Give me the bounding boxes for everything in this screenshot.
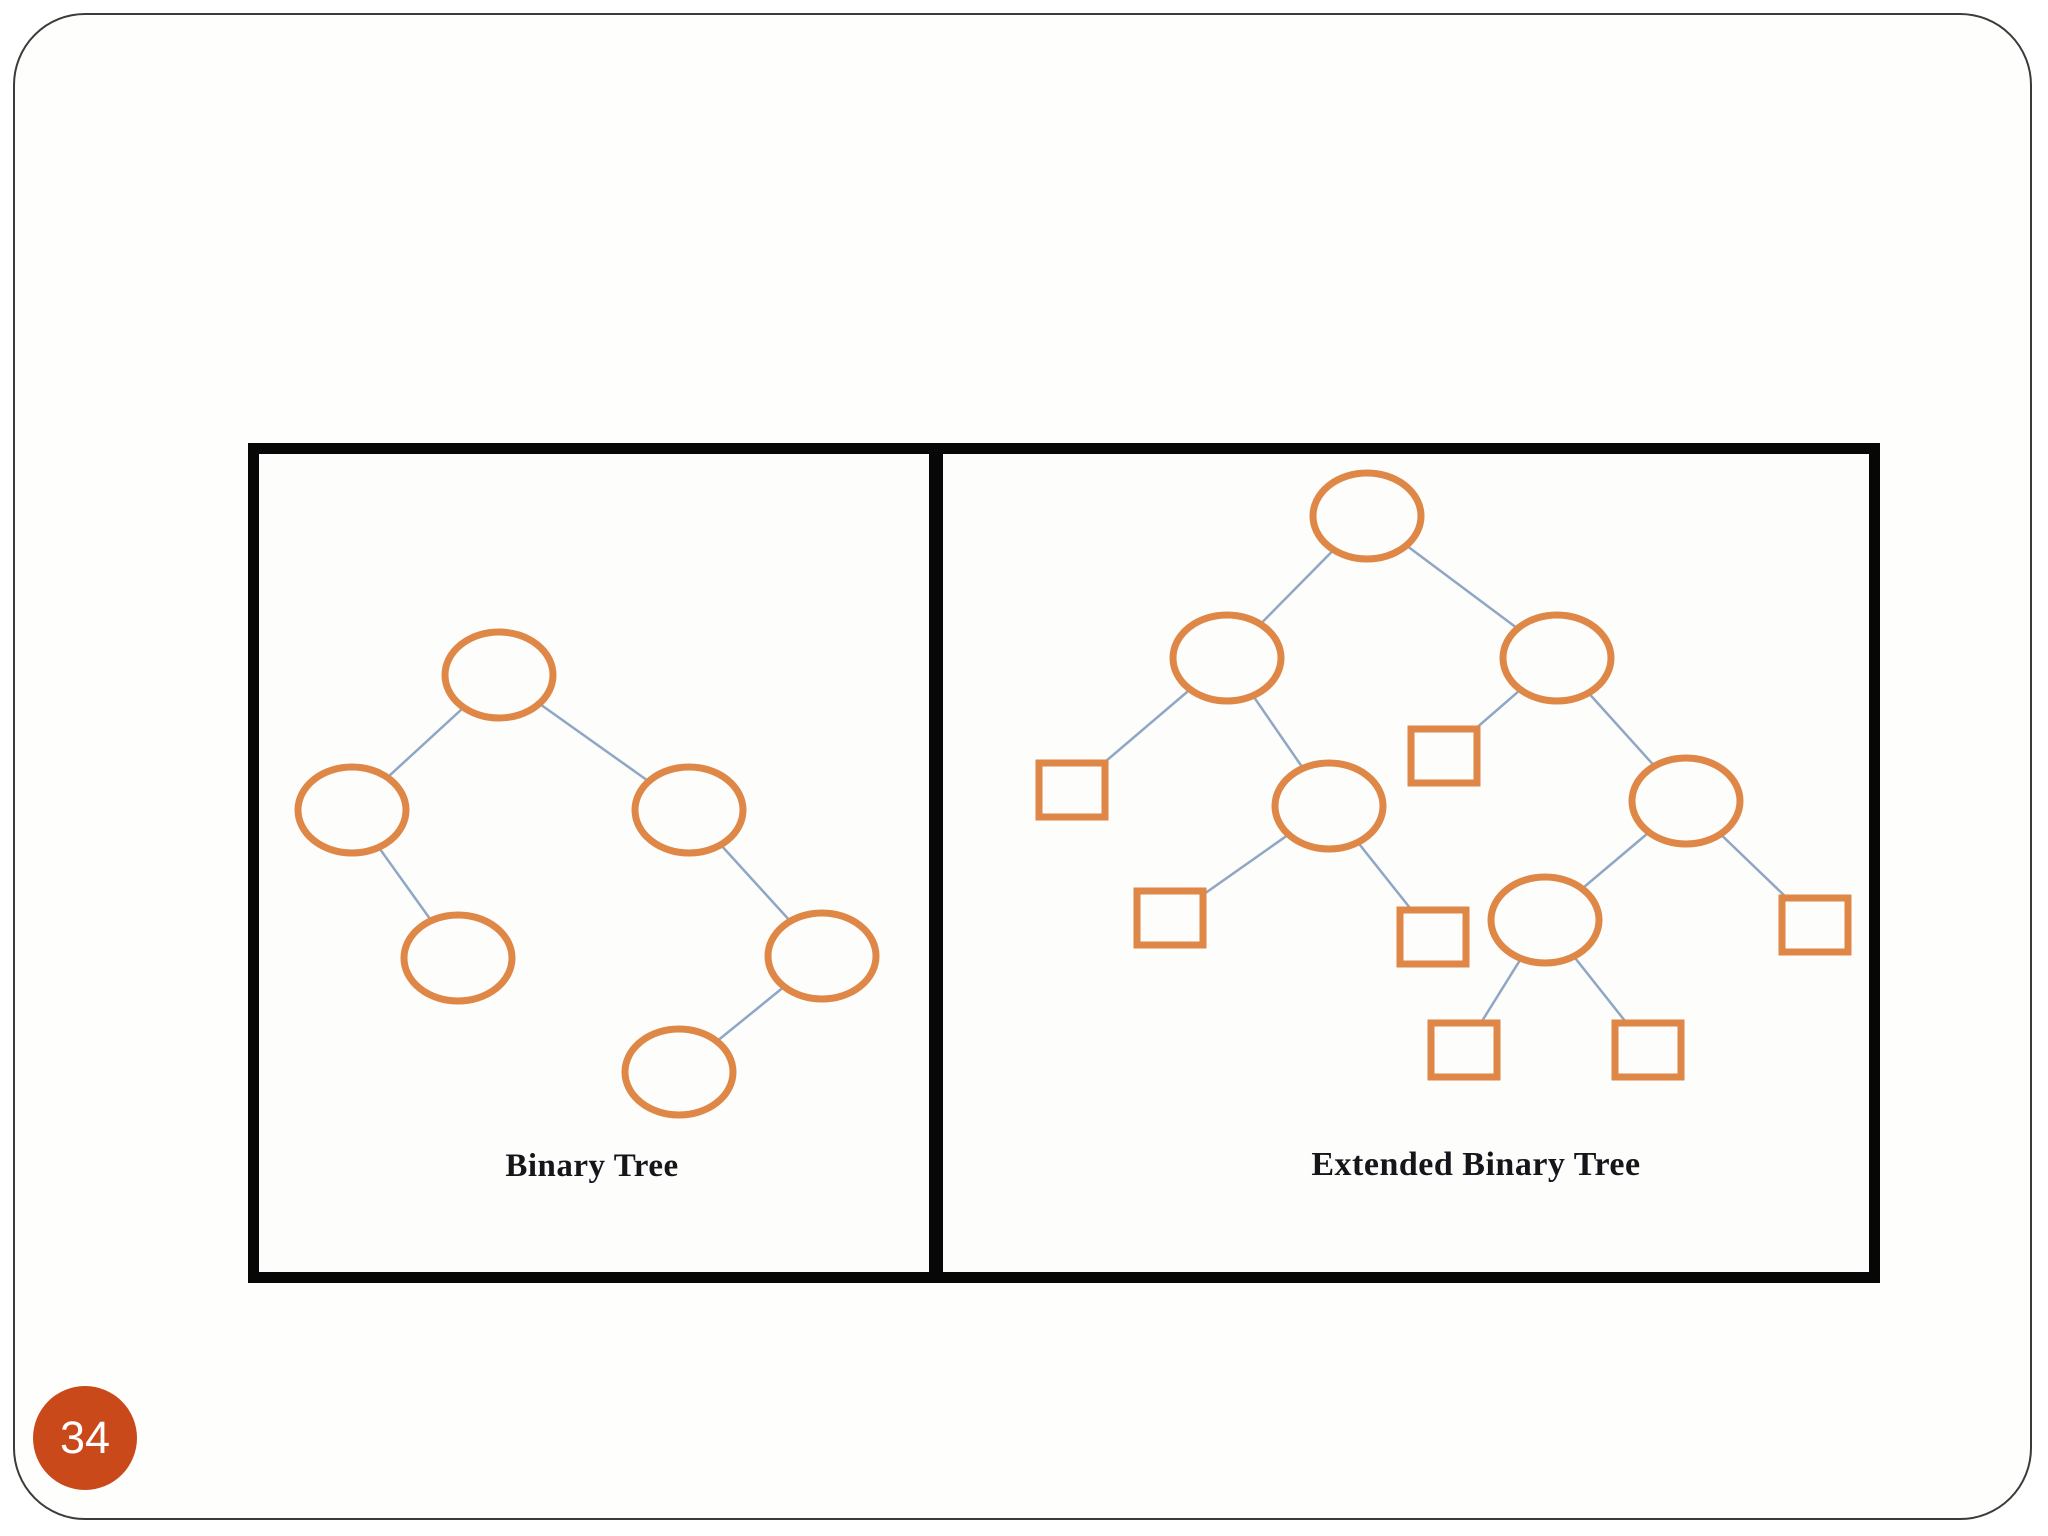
extended-binary-tree-label: Extended Binary Tree [1311, 1146, 1641, 1183]
binary-tree-label: Binary Tree [505, 1148, 679, 1184]
page-number-badge: 34 [33, 1386, 137, 1490]
page-number: 34 [59, 1412, 111, 1463]
panel-divider [929, 451, 943, 1275]
